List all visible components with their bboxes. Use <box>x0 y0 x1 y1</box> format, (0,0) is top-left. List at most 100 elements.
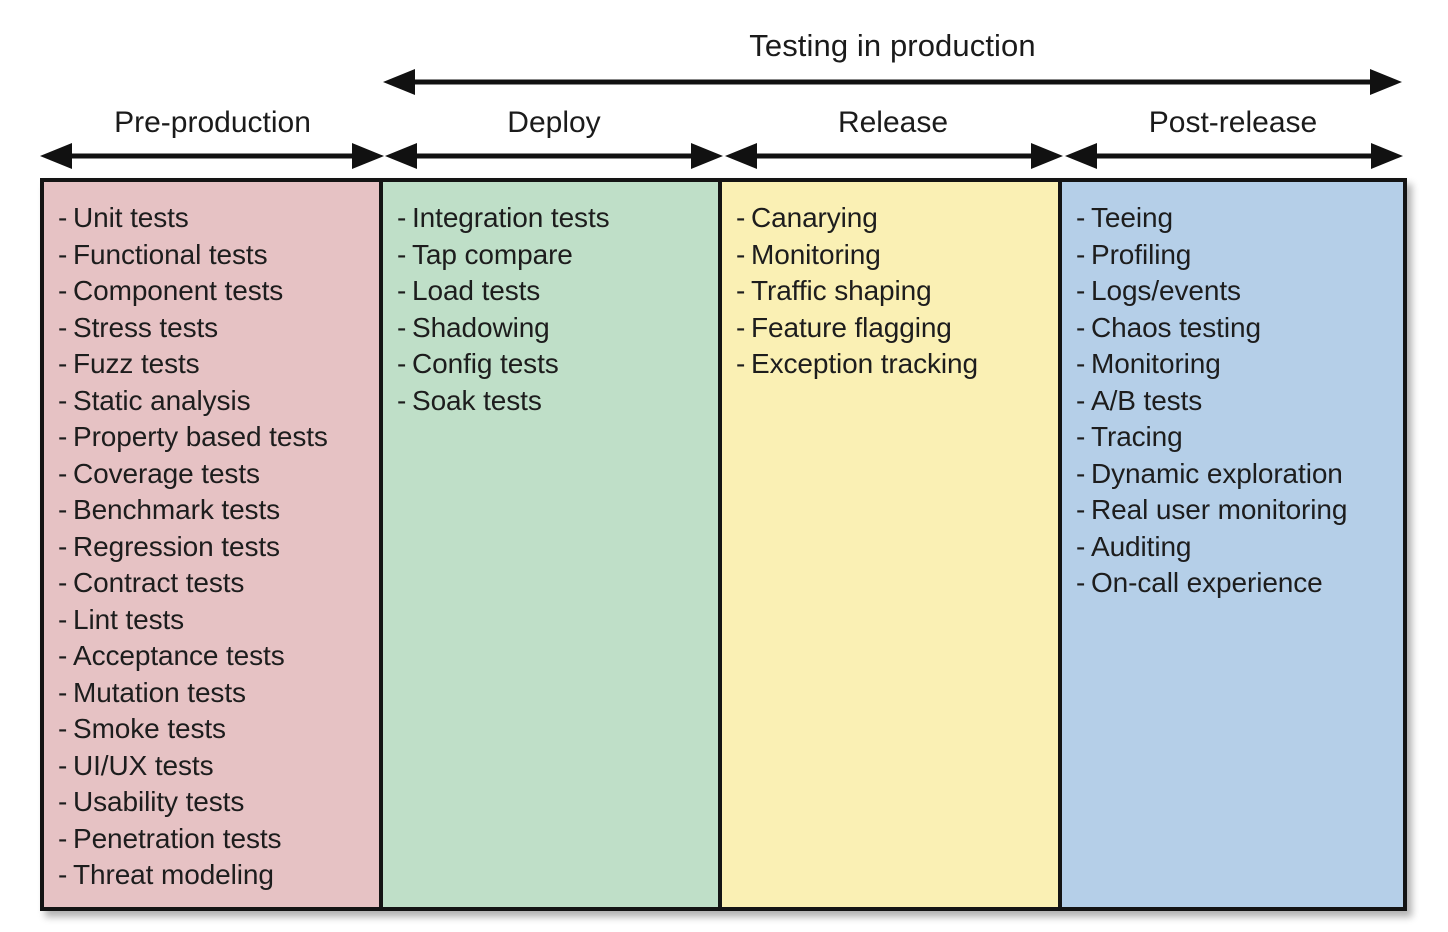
list-item: -Penetration tests <box>58 821 379 858</box>
item-list-release: -Canarying-Monitoring-Traffic shaping-Fe… <box>736 200 1058 383</box>
list-item: -Coverage tests <box>58 456 379 493</box>
bullet-dash: - <box>58 603 68 635</box>
list-item-label: Exception tracking <box>751 348 978 379</box>
list-item: -Regression tests <box>58 529 379 566</box>
list-item: -Integration tests <box>397 200 718 237</box>
list-item-label: Acceptance tests <box>73 640 285 671</box>
list-item: -Functional tests <box>58 237 379 274</box>
list-item-label: Tap compare <box>412 238 573 270</box>
list-item: -Monitoring <box>1076 346 1403 383</box>
list-item: -Fuzz tests <box>58 346 379 383</box>
phase-label-deploy: Deploy <box>507 106 601 139</box>
list-item-label: Monitoring <box>751 238 881 270</box>
list-item: -Config tests <box>397 346 718 383</box>
bullet-dash: - <box>736 238 746 270</box>
bullet-dash: - <box>736 202 746 233</box>
list-item: -Threat modeling <box>58 857 379 894</box>
list-item: -Benchmark tests <box>58 492 379 529</box>
column-pre-production: -Unit tests-Functional tests-Component t… <box>44 182 383 907</box>
list-item: -Lint tests <box>58 602 379 639</box>
list-item: -Canarying <box>736 200 1058 237</box>
list-item-label: Lint tests <box>73 603 185 635</box>
list-item-label: Functional tests <box>73 238 268 270</box>
bullet-dash: - <box>1076 530 1086 562</box>
list-item: -Traffic shaping <box>736 273 1058 310</box>
bullet-dash: - <box>1076 457 1086 489</box>
list-item-label: Coverage tests <box>73 457 260 489</box>
bullet-dash: - <box>58 713 68 744</box>
bullet-dash: - <box>58 530 68 562</box>
list-item-label: Config tests <box>412 348 559 379</box>
list-item-label: Tracing <box>1091 421 1183 452</box>
bullet-dash: - <box>58 749 68 781</box>
list-item-label: Logs/events <box>1091 275 1241 306</box>
list-item-label: Monitoring <box>1091 348 1221 379</box>
list-item-label: Profiling <box>1091 238 1192 270</box>
bullet-dash: - <box>397 202 407 233</box>
list-item-label: Threat modeling <box>73 859 274 890</box>
item-list-pre-production: -Unit tests-Functional tests-Component t… <box>58 200 379 894</box>
column-deploy: -Integration tests-Tap compare-Load test… <box>383 182 722 907</box>
list-item: -Feature flagging <box>736 310 1058 347</box>
list-item-label: Soak tests <box>412 384 542 416</box>
bullet-dash: - <box>397 348 407 379</box>
list-item: -Contract tests <box>58 565 379 602</box>
list-item-label: Dynamic exploration <box>1091 457 1343 489</box>
list-item: -Exception tracking <box>736 346 1058 383</box>
bullet-dash: - <box>736 311 746 343</box>
list-item-label: Benchmark tests <box>73 494 281 525</box>
list-item: -Property based tests <box>58 419 379 456</box>
list-item-label: Shadowing <box>412 311 550 343</box>
bullet-dash: - <box>58 640 68 671</box>
list-item-label: Auditing <box>1091 530 1192 562</box>
bullet-dash: - <box>58 275 68 306</box>
release-arrow <box>725 143 1063 169</box>
bullet-dash: - <box>58 238 68 270</box>
bullet-dash: - <box>1076 494 1086 525</box>
bullet-dash: - <box>58 822 68 854</box>
bullet-dash: - <box>397 311 407 343</box>
bullet-dash: - <box>58 457 68 489</box>
list-item-label: UI/UX tests <box>73 749 214 781</box>
list-item-label: Fuzz tests <box>73 348 200 379</box>
list-item-label: Unit tests <box>73 202 189 233</box>
phase-label-post-release: Post-release <box>1148 106 1318 139</box>
list-item: -Soak tests <box>397 383 718 420</box>
bullet-dash: - <box>397 275 407 306</box>
list-item-label: A/B tests <box>1091 384 1203 416</box>
bullet-dash: - <box>1076 567 1086 598</box>
list-item-label: Traffic shaping <box>751 275 932 306</box>
list-item-label: Property based tests <box>73 421 328 452</box>
list-item-label: Teeing <box>1091 202 1173 233</box>
post-release-arrow <box>1065 143 1403 169</box>
list-item: -Real user monitoring <box>1076 492 1403 529</box>
list-item: -Component tests <box>58 273 379 310</box>
bullet-dash: - <box>58 859 68 890</box>
bullet-dash: - <box>58 567 68 598</box>
list-item: -Auditing <box>1076 529 1403 566</box>
bullet-dash: - <box>736 348 746 379</box>
list-item-label: Integration tests <box>412 202 610 233</box>
bullet-dash: - <box>397 238 407 270</box>
bullet-dash: - <box>1076 238 1086 270</box>
list-item-label: Contract tests <box>73 567 245 598</box>
list-item-label: Stress tests <box>73 311 219 343</box>
overall-band-label: Testing in production <box>749 28 1036 63</box>
list-item: -Tap compare <box>397 237 718 274</box>
bullet-dash: - <box>736 275 746 306</box>
list-item: -Usability tests <box>58 784 379 821</box>
bullet-dash: - <box>58 421 68 452</box>
list-item: -Profiling <box>1076 237 1403 274</box>
list-item-label: Feature flagging <box>751 311 952 343</box>
list-item: -Teeing <box>1076 200 1403 237</box>
bullet-dash: - <box>1076 202 1086 233</box>
list-item-label: Load tests <box>412 275 541 306</box>
list-item: -Shadowing <box>397 310 718 347</box>
bullet-dash: - <box>58 311 68 343</box>
list-item: -Tracing <box>1076 419 1403 456</box>
testing-in-production-arrow <box>383 69 1402 95</box>
list-item: -Dynamic exploration <box>1076 456 1403 493</box>
list-item: -Chaos testing <box>1076 310 1403 347</box>
list-item-label: Canarying <box>751 202 878 233</box>
